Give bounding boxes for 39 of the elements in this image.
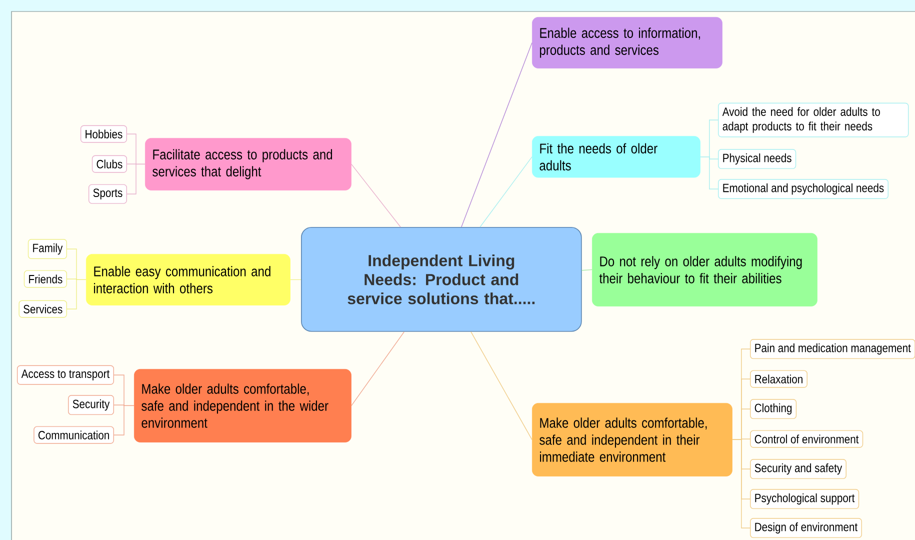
subtopic-box: Design of environment	[750, 518, 862, 538]
connector-line	[290, 279, 302, 280]
subtopic-box: Friends	[24, 270, 67, 288]
connector-line	[461, 42, 532, 228]
connector-line	[470, 331, 532, 440]
subtopic-box: Hobbies	[80, 125, 127, 143]
connector-line	[114, 405, 134, 436]
subtopic-box: Clothing	[750, 399, 797, 419]
subtopic-box: Psychological support	[750, 489, 860, 509]
topic-box: Make older adults comfortable, safe and independent in their immediate environment	[532, 403, 732, 476]
connector-line	[732, 439, 750, 528]
topic-box: Enable access to information, products and services	[532, 17, 722, 68]
connector-line	[351, 331, 404, 406]
subtopic-box: Relaxation	[750, 370, 808, 388]
subtopic-box: Security	[68, 395, 114, 415]
connector-line	[126, 164, 146, 194]
subtopic-box: Services	[18, 300, 67, 318]
subtopic-box: Clubs	[92, 155, 127, 173]
subtopic-box: Communication	[34, 426, 114, 444]
subtopic-box: Security and safety	[750, 459, 846, 479]
topic-box: Do not rely on older adults modifying their behaviour to fit their abilities	[592, 233, 818, 306]
central-topic-box: Independent Living Needs: Product and service solutions that.....	[301, 227, 582, 332]
connector-line	[480, 156, 532, 228]
topic-box: Make older adults comfortable, safe and independent in the wider environment	[134, 369, 352, 442]
connector-line	[351, 164, 401, 228]
topic-box: Enable easy communication and interaction with others	[86, 254, 290, 306]
subtopic-box: Avoid the need for older adults to adapt products to fit their needs	[718, 102, 909, 138]
connector-line	[581, 269, 592, 271]
subtopic-box: Sports	[88, 184, 127, 204]
subtopic-box: Control of environment	[750, 430, 864, 448]
subtopic-box: Physical needs	[718, 149, 796, 169]
subtopic-box: Family	[28, 239, 67, 259]
subtopic-box: Access to transport	[16, 365, 114, 385]
connector-line	[66, 279, 86, 310]
subtopic-box: Emotional and psychological needs	[718, 179, 888, 199]
connector-line	[700, 156, 718, 190]
topic-box: Fit the needs of older adults	[532, 136, 700, 178]
subtopic-box: Pain and medication management	[750, 339, 915, 359]
topic-box: Facilitate access to products and services that delight	[145, 138, 352, 190]
